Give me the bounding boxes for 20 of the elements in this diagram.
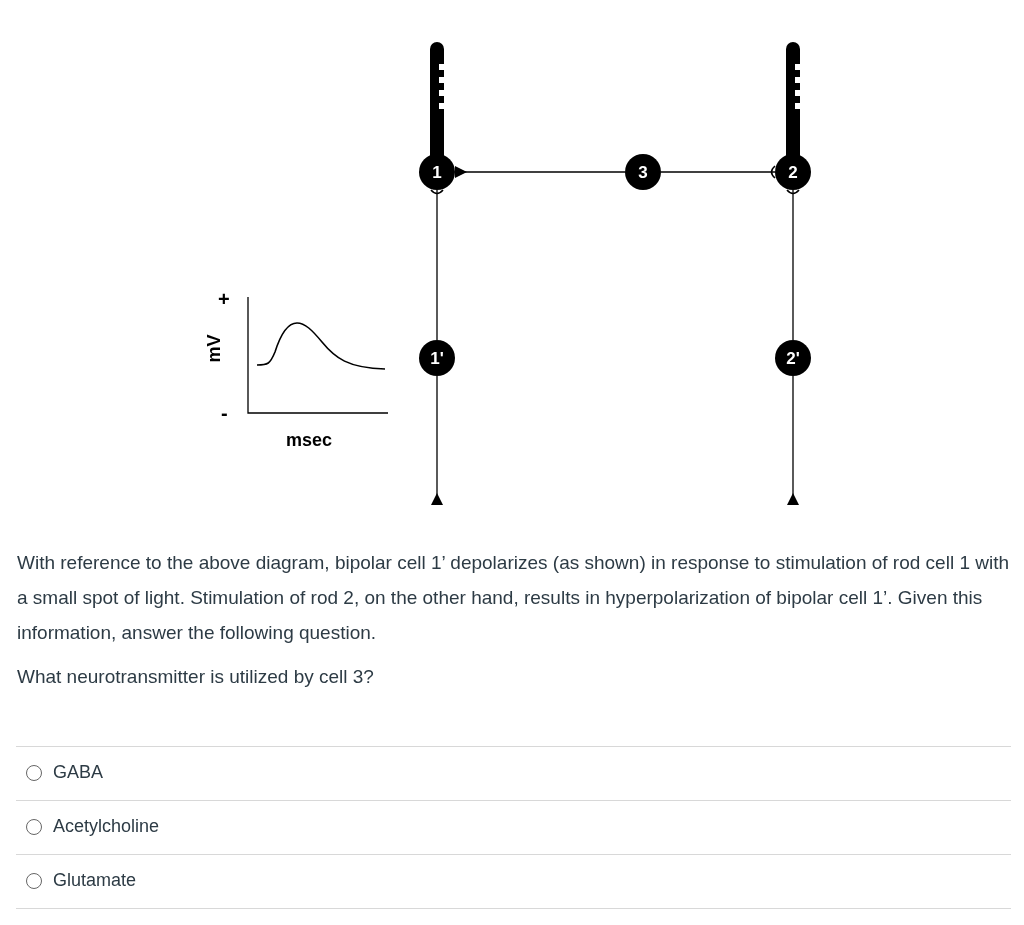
cell-circle: 2	[775, 154, 811, 190]
synapse-connector	[431, 375, 443, 506]
option-text: Acetylcholine	[53, 816, 160, 837]
question-paragraph: With reference to the above diagram, bipolar cell 1’ depolarizes (as shown) in response to stimulation of rod cell 1 with a small spot of light. Stimulation of rod 2, on the other hand, results in hyperpolarization of bipolar cell 1’. Given this information, answer the following question.	[17, 551, 1011, 645]
cell-circle: 1'	[419, 340, 455, 376]
axis-label: msec	[286, 430, 333, 451]
axis-sign: -	[221, 402, 228, 425]
option-text: GABA	[53, 762, 104, 783]
synapse-connector	[660, 165, 776, 179]
axis-label: mV	[203, 334, 225, 363]
cell-circle: 1	[419, 154, 455, 190]
synapse-connector	[454, 166, 626, 178]
cell-circle: 2'	[775, 340, 811, 376]
axis-sign: +	[218, 288, 230, 311]
synapse-connector	[430, 189, 444, 341]
cell-circle: 3	[625, 154, 661, 190]
synapse-connector	[787, 375, 799, 506]
synapse-connector	[786, 189, 800, 341]
option-text: Glutamate	[53, 870, 137, 891]
question-text: What neurotransmitter is utilized by cell 3?	[17, 666, 374, 688]
